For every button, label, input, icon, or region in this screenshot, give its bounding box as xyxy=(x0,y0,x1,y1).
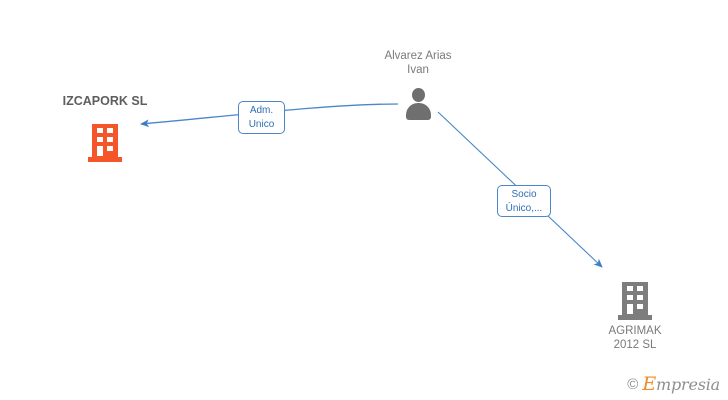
copyright-icon: © xyxy=(627,376,639,393)
node-label-alvarez-arias-ivan: Alvarez Arias Ivan xyxy=(384,50,452,76)
node-company-izcapork[interactable] xyxy=(88,124,122,162)
person-icon xyxy=(403,88,433,120)
node-company-agrimak[interactable] xyxy=(618,282,652,320)
brand-wordmark: Empresia xyxy=(642,375,720,394)
building-icon xyxy=(618,282,652,320)
edge-label-adm-unico[interactable]: Adm. Unico xyxy=(238,101,285,134)
edge-label-socio-unico[interactable]: Socio Único,... xyxy=(497,185,551,217)
node-person-alvarez-arias-ivan[interactable] xyxy=(403,88,433,120)
building-icon xyxy=(88,124,122,162)
brand-rest: mpresia xyxy=(656,375,720,394)
brand-initial: E xyxy=(642,373,656,395)
node-label-agrimak: AGRIMAK 2012 SL xyxy=(608,325,662,351)
node-label-izcapork: IZCAPORK SL xyxy=(62,94,148,108)
watermark-empresia: © Empresia xyxy=(627,375,720,394)
